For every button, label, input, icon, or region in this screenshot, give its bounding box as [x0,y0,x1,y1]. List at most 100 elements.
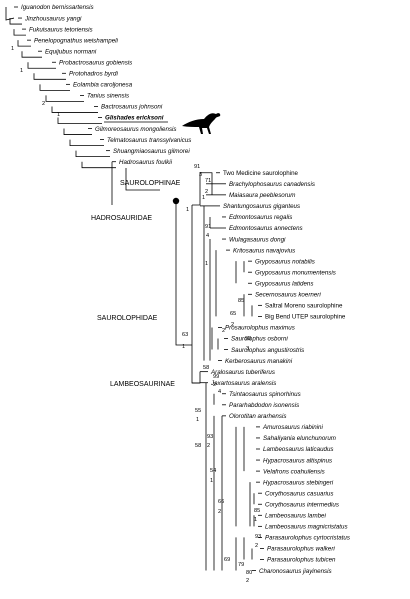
tree-branch [17,40,31,47]
support-value: 66 [218,499,224,505]
taxon-label: Velafrons coahuilensis [263,468,325,475]
support-value: 65 [230,311,236,317]
taxon-label: Secernosaurus koerneri [255,292,321,299]
tree-branch [57,117,102,124]
support-value: 2 [231,322,234,328]
support-value: 2 [255,543,258,549]
taxon-label: Tanius sinensis [87,93,129,100]
support-value: 1 [210,478,213,484]
taxon-label: Prosaurolophus maximus [225,325,295,332]
tree-branch [125,168,160,191]
support-value: 1 [196,417,199,423]
tree-branch [39,84,70,91]
tree-branch [200,172,213,195]
taxon-label: Gilmoreosaurus mongoliensis [95,126,177,133]
taxon-label: Iguanodon bernissartensis [21,4,94,11]
support-value: 93 [207,434,213,440]
tree-branch [45,95,84,102]
support-value: 71 [205,178,211,184]
support-value: 3 [199,172,202,178]
taxon-label: Kerberosaurus manakini [225,358,293,365]
taxon-label: Equijubus normani [45,48,97,55]
tree-branch [192,371,201,384]
support-value: 2 [213,382,216,388]
taxon-label: Kritosaurus navajovius [233,247,295,254]
support-value: 1 [205,261,208,267]
clade-label-saurolophidae: SAUROLOPHIDAE [97,315,158,322]
support-value: 4 [206,233,209,239]
tree-branch [13,29,26,36]
clade-label-saurolophinae: SAUROLOPHINAE [120,180,181,187]
taxon-label: Fukuisaurus tetoriensis [29,26,93,33]
support-value: 1 [20,68,23,74]
clade-label-lambeosaurinae: LAMBEOSAURINAE [110,381,175,388]
hadrosaur-silhouette-icon [182,113,221,134]
support-value: 54 [210,468,216,474]
tree-branch [9,18,22,25]
taxon-label: Eolambia caroljonesa [73,82,133,89]
support-value: 1 [182,344,185,350]
support-value: 85 [254,508,260,514]
support-value: 2 [246,578,249,584]
support-value: 93 [255,534,261,540]
taxon-label: Pararhabdodon isonensis [229,402,299,409]
support-value: 93 [245,336,251,342]
support-value: 55 [195,408,201,414]
support-value: 3 [246,346,249,352]
taxon-label: Amurosaurus riabinini [262,424,323,431]
taxon-label: Big Bend UTEP saurolophine [265,314,346,321]
tree-branch [69,139,104,146]
tree-branch [192,172,201,206]
taxon-label: Bactrosaurus johnsoni [101,104,163,111]
taxon-label: Charonosaurus jiayinensis [259,568,332,575]
support-value: 4 [218,389,221,395]
support-value: 58 [203,365,209,371]
taxon-label: Parasaurolophus walkeri [267,546,335,553]
taxon-label: Glishades ericksoni [105,115,164,122]
tree-branch [63,128,92,135]
support-value: 91 [205,224,211,230]
clade-label-hadrosauridae: HADROSAURIDAE [91,215,152,222]
tree-branch [175,201,192,346]
support-value: 91 [194,164,200,170]
taxon-label: Lambeosaurus magnicristatus [265,524,348,531]
taxon-label: Gryposaurus latidens [255,280,313,287]
tree-branch [81,161,116,169]
taxon-label: Lambeosaurus laticaudus [263,446,334,453]
taxon-label: Two Medicine saurolophine [223,170,299,177]
taxon-label: Brachylophosaurus canadensis [229,181,315,188]
tree-branch [27,62,56,69]
support-value: 58 [195,443,201,449]
support-value: 85 [238,298,244,304]
taxon-label: Shantungosaurus giganteus [223,203,300,210]
taxon-label: Edmontosaurus regalis [229,214,292,221]
support-value: 2 [218,509,221,515]
support-value: 2 [205,189,208,195]
support-value: 99 [213,374,219,380]
taxon-label: Lambeosaurus lambei [265,513,327,520]
taxon-label: Shuangmiaosaurus gilmorei [113,148,190,155]
support-value: 63 [182,332,188,338]
taxon-label: Wulagasaurus dongi [229,236,286,243]
taxon-label: Gryposaurus monumentensis [255,269,336,276]
support-value: 1 [57,112,60,118]
support-value: 69 [224,557,230,563]
taxon-label: Jinzhousaurus yangi [24,15,82,22]
taxon-label: Hadrosaurus foulkii [119,159,173,166]
support-value: 80 [246,570,252,576]
taxon-label: Saurolophus osborni [231,336,288,343]
taxon-label: Olorotitan ararhensis [229,413,286,420]
taxon-label: Edmontosaurus annectens [229,225,303,232]
support-value: 1 [186,207,189,213]
taxon-label: Tsintaosaurus spinorhinus [229,391,301,398]
support-value: 79 [238,562,244,568]
support-value: 2 [207,443,210,449]
tree-branch [191,205,200,384]
taxon-label: Gryposaurus notabilis [255,258,315,265]
taxon-label: Telmatosaurus transsylvanicus [107,137,191,144]
tree-branch [5,7,15,21]
support-value: 1 [11,46,14,52]
taxon-label: Hypacrosaurus altispinus [263,457,332,464]
taxon-label: Sahaliyania elunchunorum [263,435,336,442]
